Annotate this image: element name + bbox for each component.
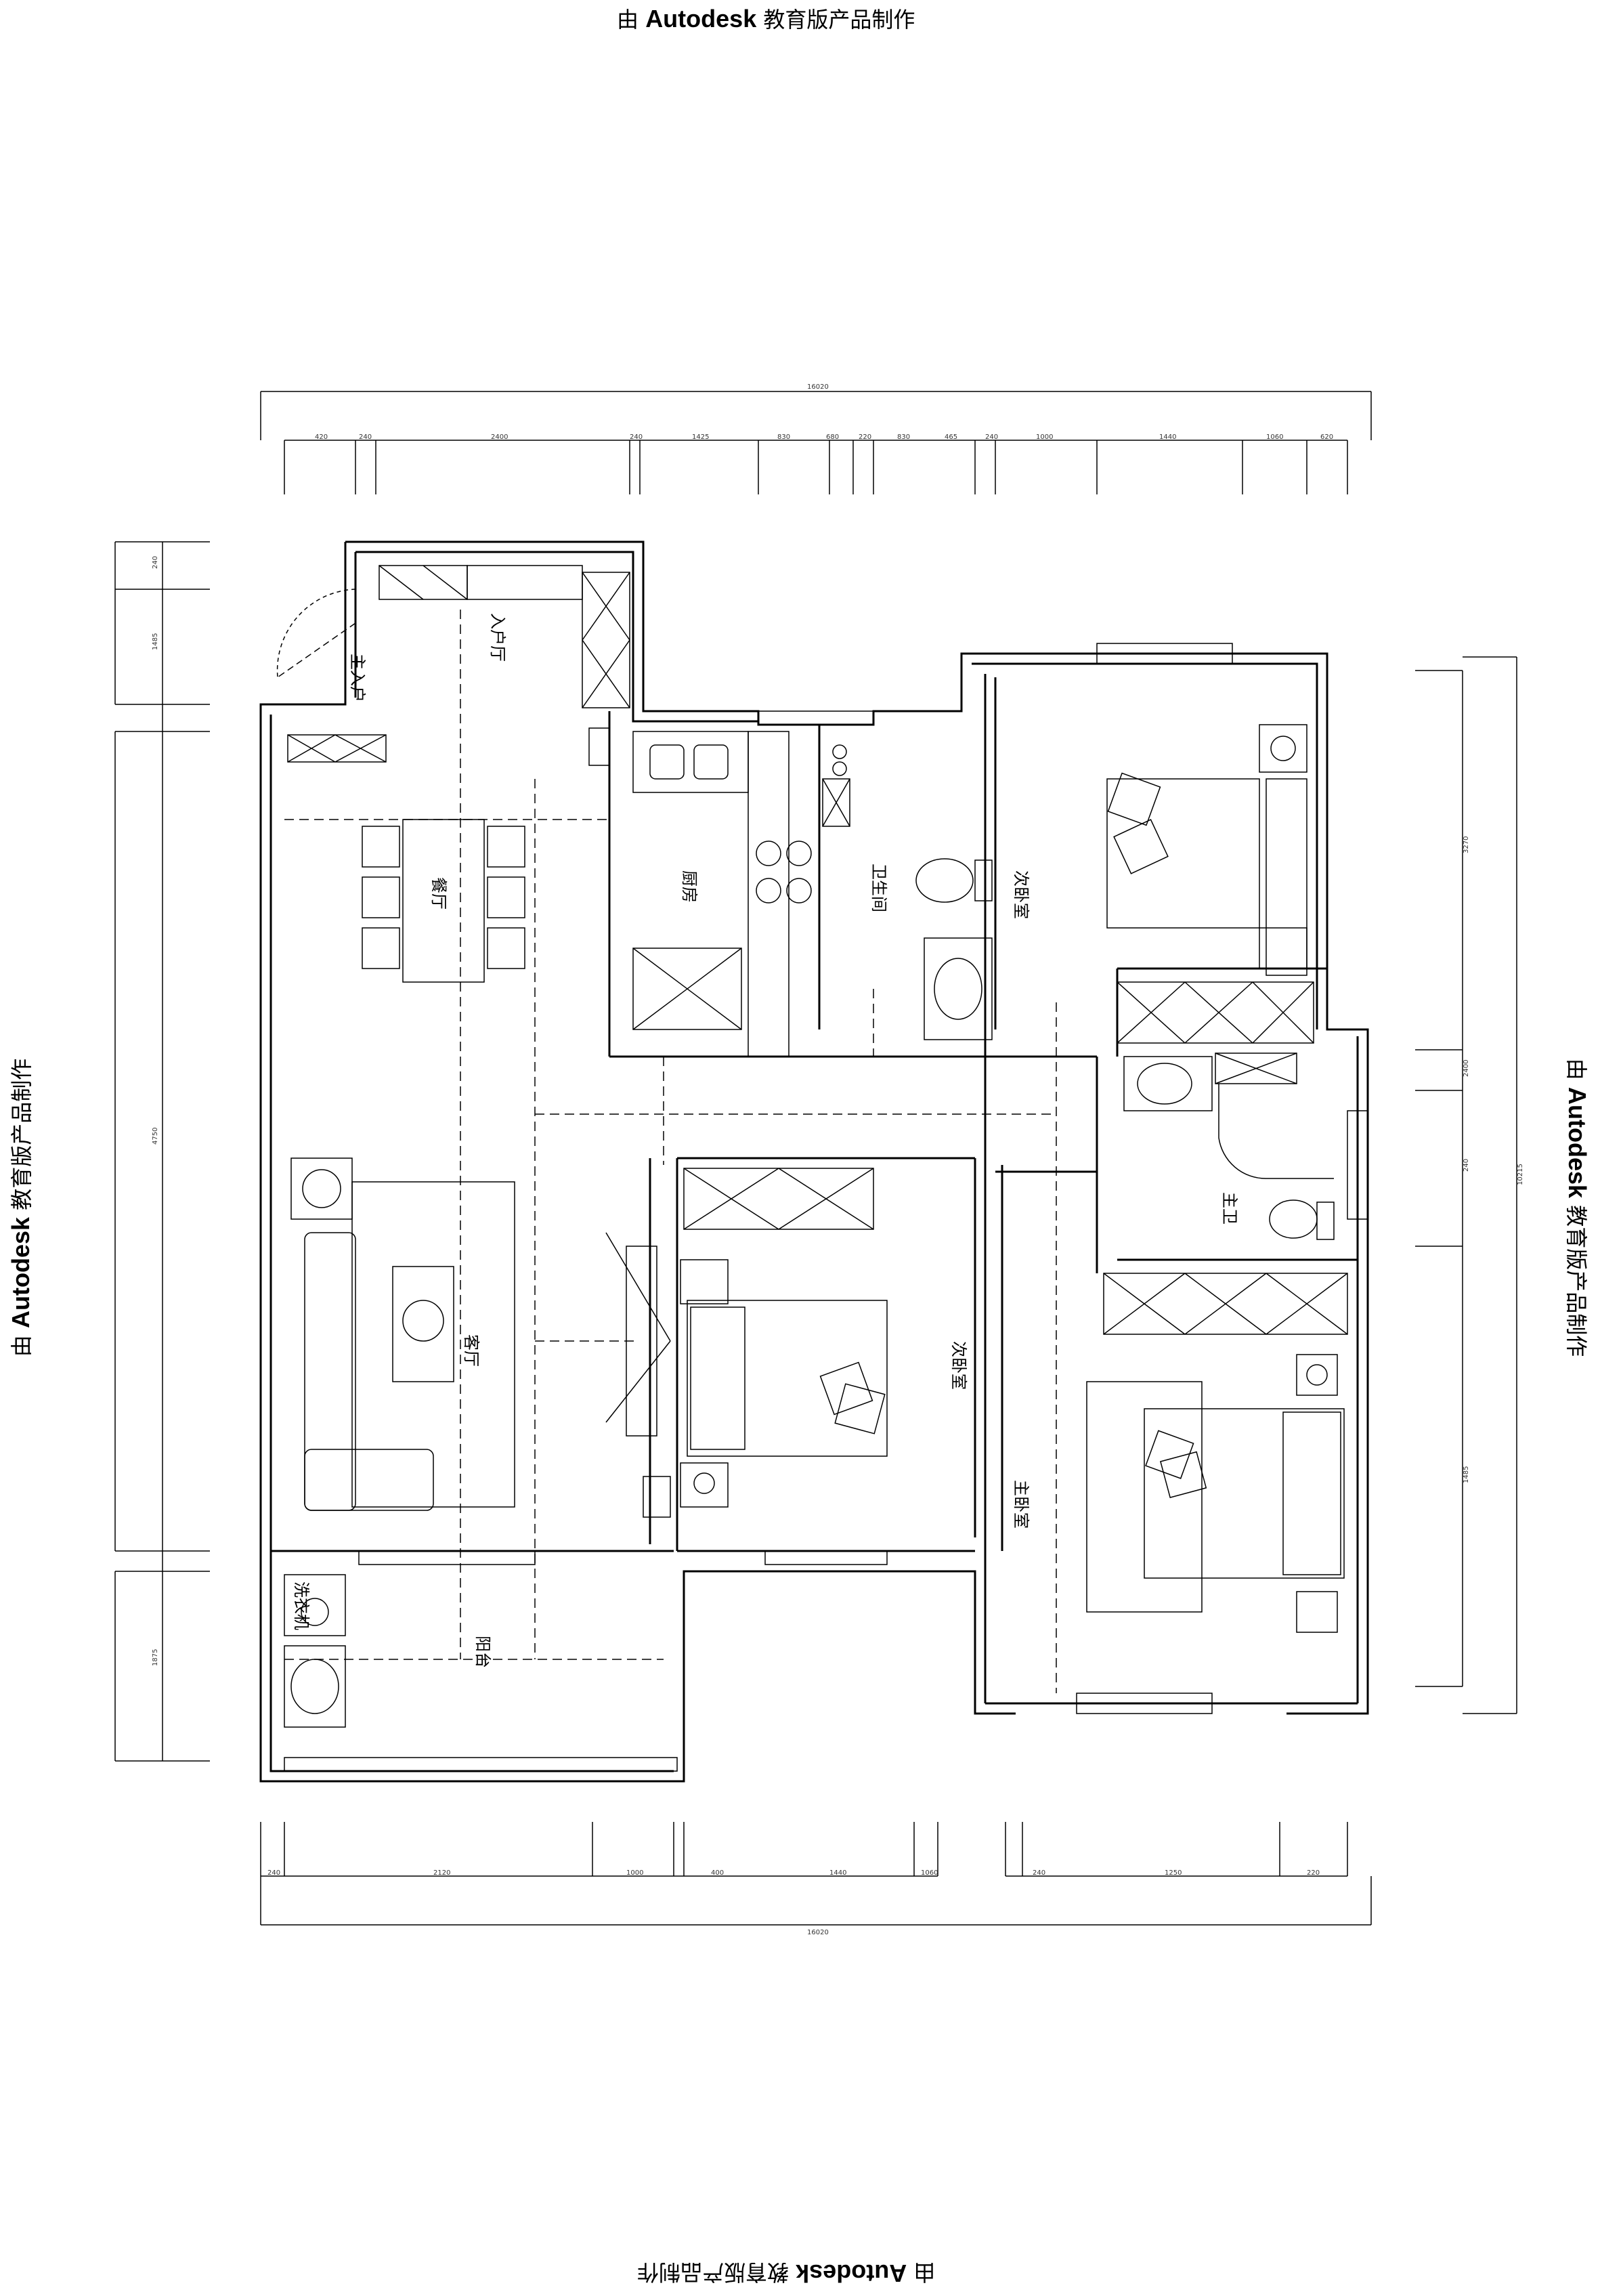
dim-right-1: 3270 (1463, 836, 1470, 853)
dim-bottom-3: 1000 (626, 1869, 643, 1877)
dim-bottom-5: 1440 (829, 1869, 846, 1877)
dim-top-12: 1000 (1036, 433, 1053, 441)
dimension-bottom (260, 1822, 1372, 1926)
dim-top-6: 830 (777, 433, 790, 441)
dim-top-4: 240 (630, 433, 643, 441)
dim-right-3: 240 (1463, 1159, 1470, 1172)
dim-overall-bottom: 16020 (807, 1929, 829, 1936)
dim-top-11: 240 (985, 433, 998, 441)
dim-top-7: 680 (826, 433, 839, 441)
bedroom-mid-furniture (680, 1168, 888, 1508)
dim-top-5: 1425 (692, 433, 709, 441)
windows (284, 643, 1368, 1772)
room-label-second-bedroom-mid: 次卧室 (949, 1341, 968, 1390)
dim-bottom-4: 400 (711, 1869, 724, 1877)
dim-top-3: 2400 (491, 433, 508, 441)
dining-table (287, 734, 525, 983)
room-label-master-bedroom: 主卧室 (1012, 1480, 1031, 1529)
dimension-top (260, 391, 1372, 494)
dimension-left-labels: 240 1485 4750 1875 (152, 556, 159, 1666)
master-bedroom-furniture (1086, 1354, 1345, 1633)
dim-top-2: 240 (359, 433, 372, 441)
dim-left-1: 240 (152, 556, 159, 569)
watermark-top: 由 Autodesk 教育版产品制作 (617, 5, 915, 33)
dimension-right-labels: 3270 2400 240 1485 10215 (1463, 836, 1524, 1483)
room-label-dining: 餐厅 (429, 877, 448, 910)
room-label-foyer: 入户厅 (488, 613, 507, 662)
dim-top-13: 1440 (1159, 433, 1176, 441)
dim-bottom-7: 240 (1033, 1869, 1045, 1877)
dim-bottom-8: 1250 (1165, 1869, 1182, 1877)
dim-left-4: 1875 (152, 1649, 159, 1666)
dimension-right (1415, 656, 1517, 1714)
dim-top-1: 420 (315, 433, 328, 441)
room-label-second-bedroom-top: 次卧室 (1012, 870, 1031, 919)
exterior-walls (259, 540, 1369, 1783)
dim-right-4: 1485 (1463, 1466, 1470, 1483)
dimension-left (114, 541, 210, 1762)
room-label-balcony: 阳台 (473, 1636, 492, 1668)
balcony-fixtures (284, 1574, 346, 1728)
axis-lines (284, 610, 1057, 1693)
label-washer: 洗衣机 (292, 1581, 311, 1630)
dim-bottom-1: 240 (267, 1869, 280, 1877)
dim-left-3: 4750 (152, 1128, 159, 1145)
dim-top-9: 830 (897, 433, 910, 441)
bathroom-fixtures (822, 744, 993, 1040)
dim-bottom-6: 1060 (921, 1869, 938, 1877)
dim-top-10: 465 (945, 433, 957, 441)
dim-top-8: 220 (859, 433, 871, 441)
dimension-top-labels: 16020 420 240 2400 240 1425 830 680 220 … (315, 383, 1333, 441)
room-label-living: 客厅 (462, 1334, 481, 1367)
dim-top-15: 620 (1320, 433, 1333, 441)
bedroom-top-furniture (1106, 724, 1314, 1044)
dim-top-14: 1060 (1266, 433, 1283, 441)
room-label-bathroom: 卫生间 (869, 864, 888, 912)
foyer-cabinets (276, 565, 630, 766)
room-label-entrance: 主入户 (348, 654, 367, 702)
dim-left-2: 1485 (152, 633, 159, 650)
dimension-bottom-labels: 16020 240 2120 1000 400 1440 1060 240 12… (267, 1869, 1320, 1936)
dim-bottom-2: 2120 (433, 1869, 450, 1877)
dim-bottom-9: 220 (1307, 1869, 1320, 1877)
room-label-master-bath: 主卫 (1220, 1192, 1239, 1225)
master-bath-fixtures (1103, 1053, 1348, 1335)
kitchen-fixtures (632, 731, 812, 1057)
dim-right-overall: 10215 (1517, 1164, 1524, 1185)
dim-right-2: 2400 (1463, 1060, 1470, 1077)
dim-overall-top: 16020 (807, 383, 829, 391)
room-label-kitchen: 厨房 (680, 870, 699, 903)
room-labels: 主入户 入户厅 餐厅 厨房 卫生间 次卧室 客厅 次卧室 主卫 主卧室 阳台 洗… (292, 613, 1239, 1668)
